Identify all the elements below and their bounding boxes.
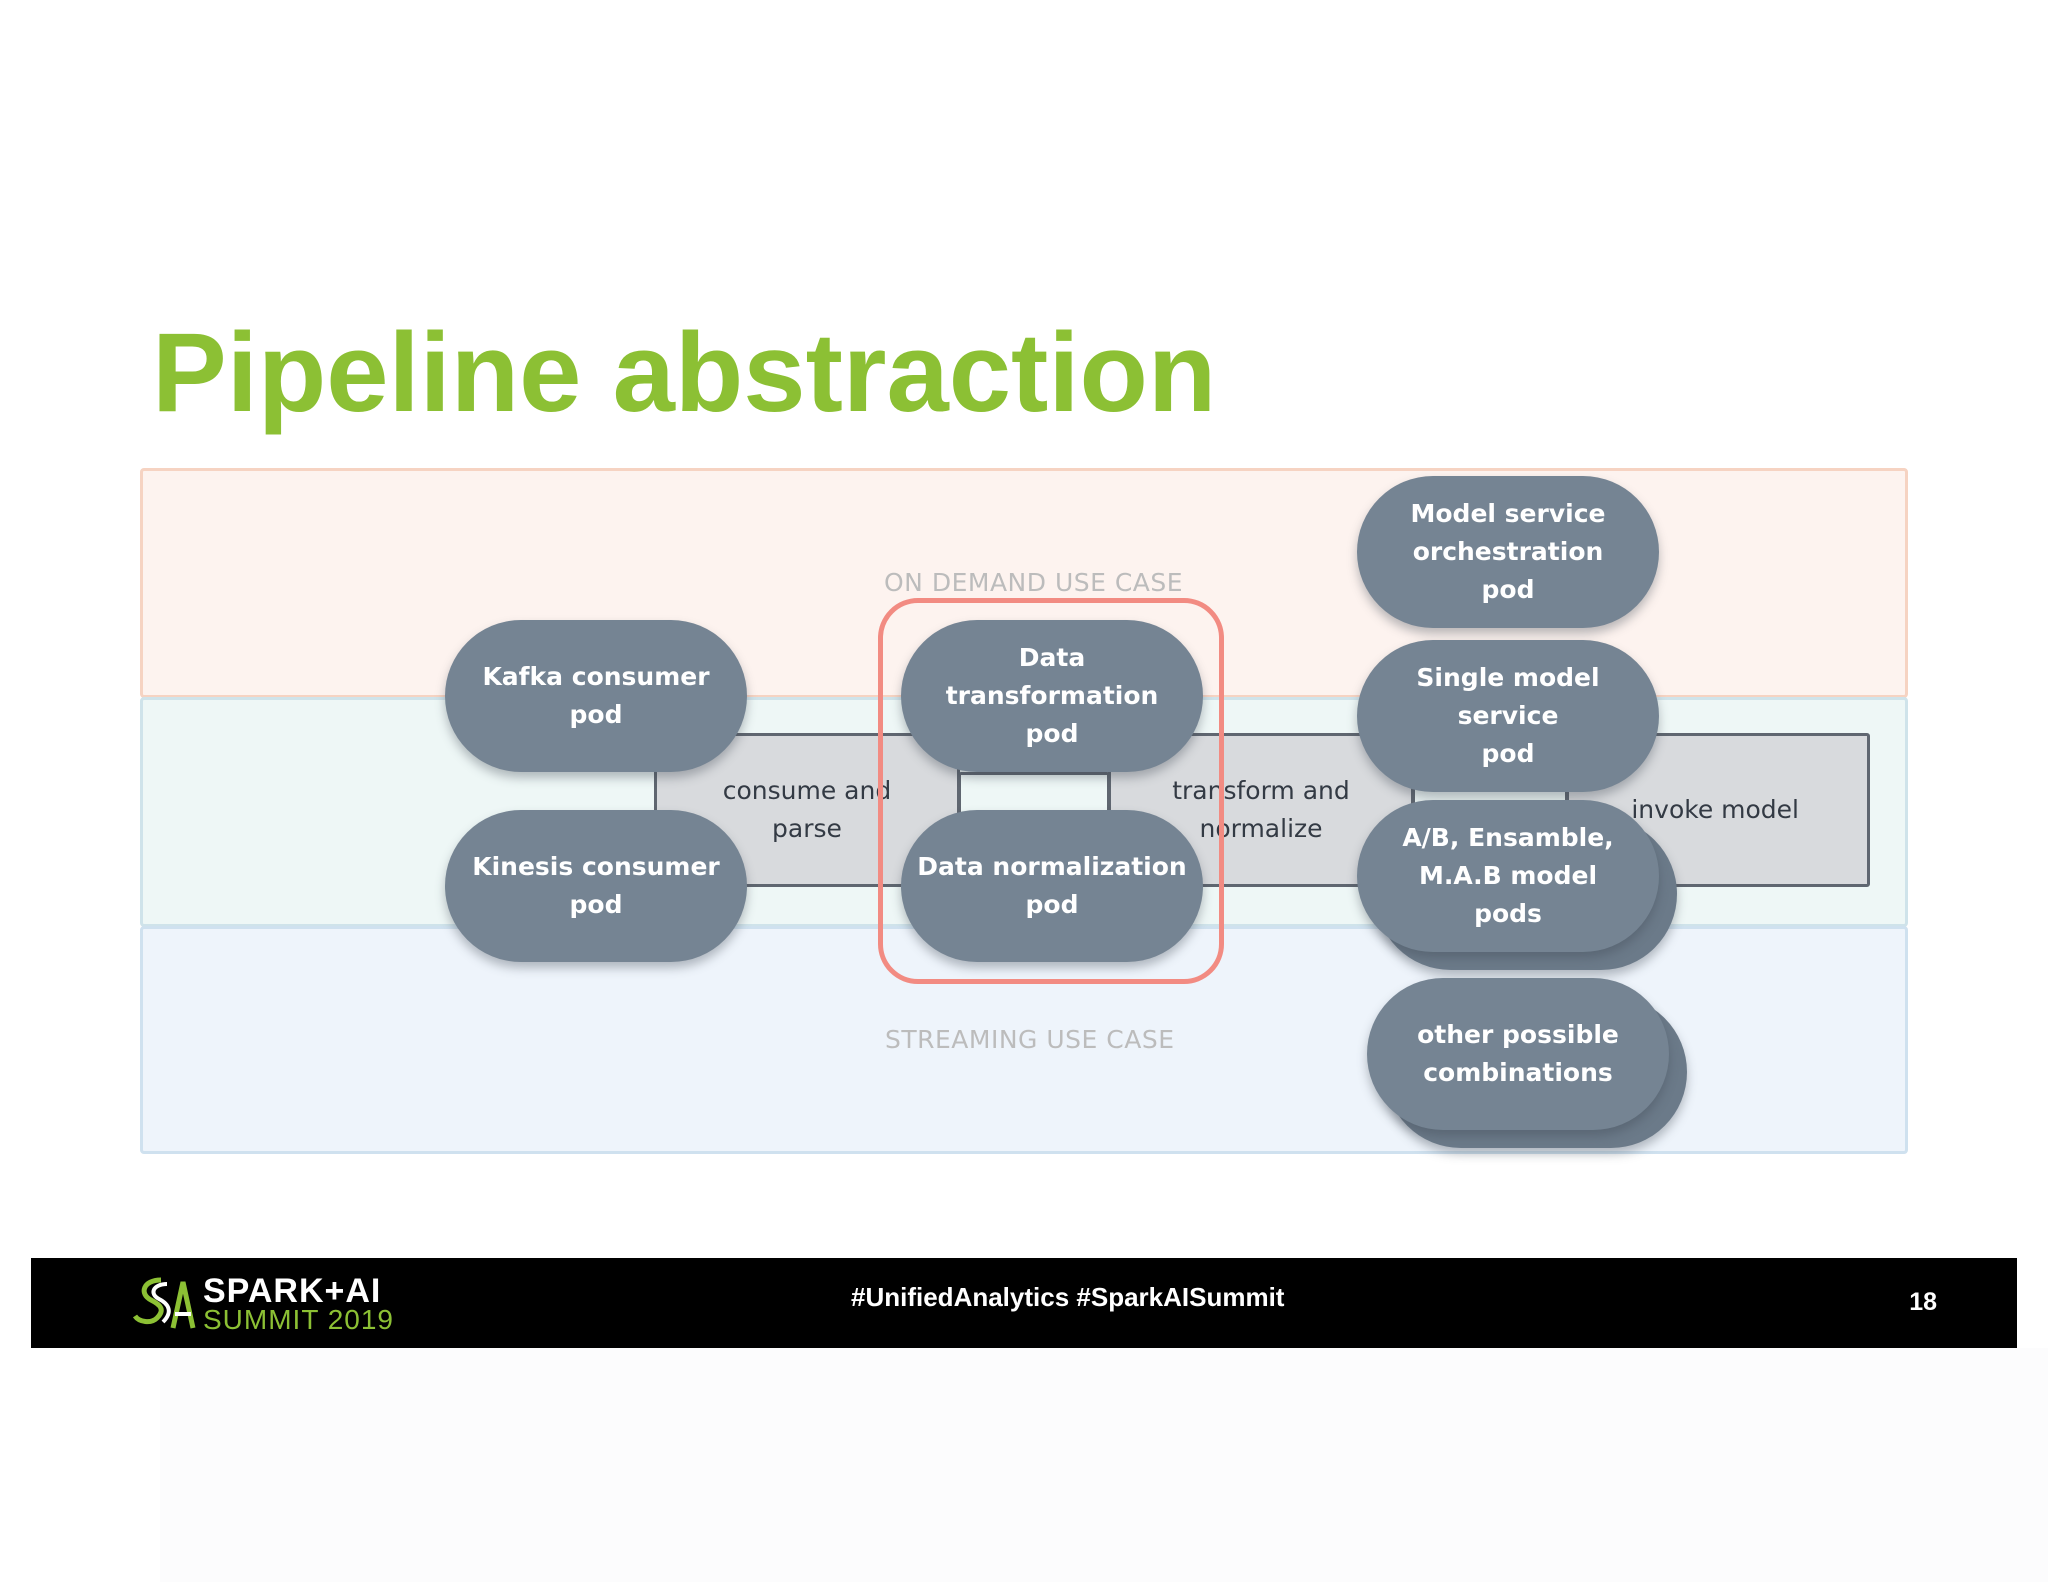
- other-combinations-pod: other possible combinations: [1367, 978, 1669, 1130]
- slide-title: Pipeline abstraction: [152, 310, 1217, 435]
- data-normalization-pod: Data normalization pod: [901, 810, 1203, 962]
- highlight-frame: [878, 598, 1224, 984]
- footer-bar: SPARK+AI SUMMIT 2019 #UnifiedAnalytics #…: [31, 1258, 2017, 1348]
- single-model-pod: Single model service pod: [1357, 640, 1659, 792]
- data-transformation-pod: Data transformation pod: [901, 620, 1203, 772]
- kafka-consumer-pod: Kafka consumer pod: [445, 620, 747, 772]
- kinesis-consumer-pod: Kinesis consumer pod: [445, 810, 747, 962]
- logo-text-line1: SPARK+AI: [203, 1272, 382, 1310]
- spark-ai-logo-icon: [132, 1277, 196, 1329]
- hashtags: #UnifiedAnalytics #SparkAISummit: [851, 1282, 1285, 1312]
- bottom-area: [160, 1348, 2048, 1582]
- on-demand-label: ON DEMAND USE CASE: [884, 568, 1184, 597]
- page-number: 18: [1909, 1288, 1937, 1316]
- ab-ensamble-pod: A/B, Ensamble, M.A.B model pods: [1357, 800, 1659, 952]
- model-orchestration-pod: Model service orchestration pod: [1357, 476, 1659, 628]
- streaming-label: STREAMING USE CASE: [885, 1025, 1175, 1054]
- spark-ai-summit-logo: SPARK+AI SUMMIT 2019: [131, 1272, 451, 1336]
- logo-text-line2: SUMMIT 2019: [203, 1304, 394, 1335]
